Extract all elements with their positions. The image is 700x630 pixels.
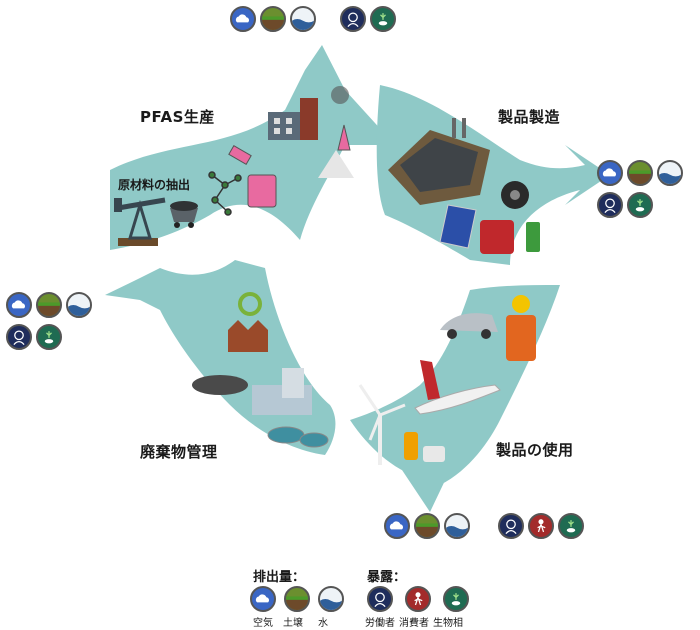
wind-turbine-illustration <box>358 384 406 465</box>
worker-icon <box>597 192 623 218</box>
water-wave-icon <box>657 160 683 186</box>
water-treatment-illustration <box>267 426 329 448</box>
worker-icon <box>6 324 32 350</box>
legend-emission-icons <box>250 586 344 612</box>
stage-label-pfas-production: PFAS生産 <box>140 108 215 126</box>
arrow-waste <box>105 260 336 455</box>
stage-label-product-use: 製品の使用 <box>496 441 574 459</box>
stage-label-raw-material-extraction: 原材料の抽出 <box>118 178 191 192</box>
legend-exposure-title: 暴露： <box>367 570 407 585</box>
manufacturing-plant-illustration <box>388 118 490 205</box>
water-wave-icon <box>444 513 470 539</box>
legend-emissions-title: 排出量： <box>253 570 306 585</box>
worker-icon <box>498 513 524 539</box>
legend-worker-label: 労働者 <box>365 618 395 629</box>
soil-icon <box>414 513 440 539</box>
legend-air-label: 空気 <box>253 618 273 629</box>
soil-icon <box>627 160 653 186</box>
soil-icon <box>36 292 62 318</box>
legend-biota-label: 生物相 <box>433 618 463 629</box>
mine-cart-illustration <box>170 201 198 228</box>
fish-plant-icon <box>558 513 584 539</box>
cloud-icon <box>384 513 410 539</box>
airplane-illustration <box>414 360 501 415</box>
worker-icon <box>367 586 393 612</box>
fish-plant-icon <box>36 324 62 350</box>
worker-icon <box>340 6 366 32</box>
water-wave-icon <box>290 6 316 32</box>
products-illustration <box>439 181 540 254</box>
worker-illustration <box>506 295 536 361</box>
emission-icons-manufacturing <box>597 160 687 218</box>
emission-icons-use <box>384 513 584 539</box>
soil-icon <box>260 6 286 32</box>
incinerator-illustration <box>252 368 312 415</box>
molecule-illustration <box>208 171 242 216</box>
stage-label-waste-management: 廃棄物管理 <box>140 443 218 461</box>
water-wave-icon <box>318 586 344 612</box>
water-wave-icon <box>66 292 92 318</box>
cloud-icon <box>597 160 623 186</box>
legend: 排出量： 暴露： 空気 土壌 水 労働者 消費者 生物相 <box>245 566 485 629</box>
flask-illustration <box>228 124 351 208</box>
consumer-icon <box>405 586 431 612</box>
waste-factory-illustration <box>228 320 268 352</box>
fish-plant-icon <box>627 192 653 218</box>
emission-icons-waste <box>6 292 96 350</box>
legend-water-label: 水 <box>318 618 328 629</box>
recycling-illustration <box>238 292 262 316</box>
car-illustration <box>440 313 498 339</box>
soil-icon <box>284 586 310 612</box>
stage-label-product-manufacturing: 製品製造 <box>498 108 561 126</box>
fish-plant-icon <box>443 586 469 612</box>
cloud-icon <box>250 586 276 612</box>
legend-consumer-label: 消費者 <box>399 618 429 629</box>
cloud-icon <box>230 6 256 32</box>
arrow-production <box>110 45 395 250</box>
cosmetics-illustration <box>404 432 445 462</box>
arrow-manufacturing <box>376 85 610 265</box>
legend-exposure-icons <box>367 586 469 612</box>
pump-jack-illustration <box>114 197 166 246</box>
legend-soil-label: 土壌 <box>283 618 303 629</box>
consumer-icon <box>528 513 554 539</box>
landfill-illustration <box>192 375 248 395</box>
cloud-icon <box>6 292 32 318</box>
emission-icons-top <box>230 6 396 32</box>
pfas-factory-illustration <box>268 86 354 178</box>
fish-plant-icon <box>370 6 396 32</box>
